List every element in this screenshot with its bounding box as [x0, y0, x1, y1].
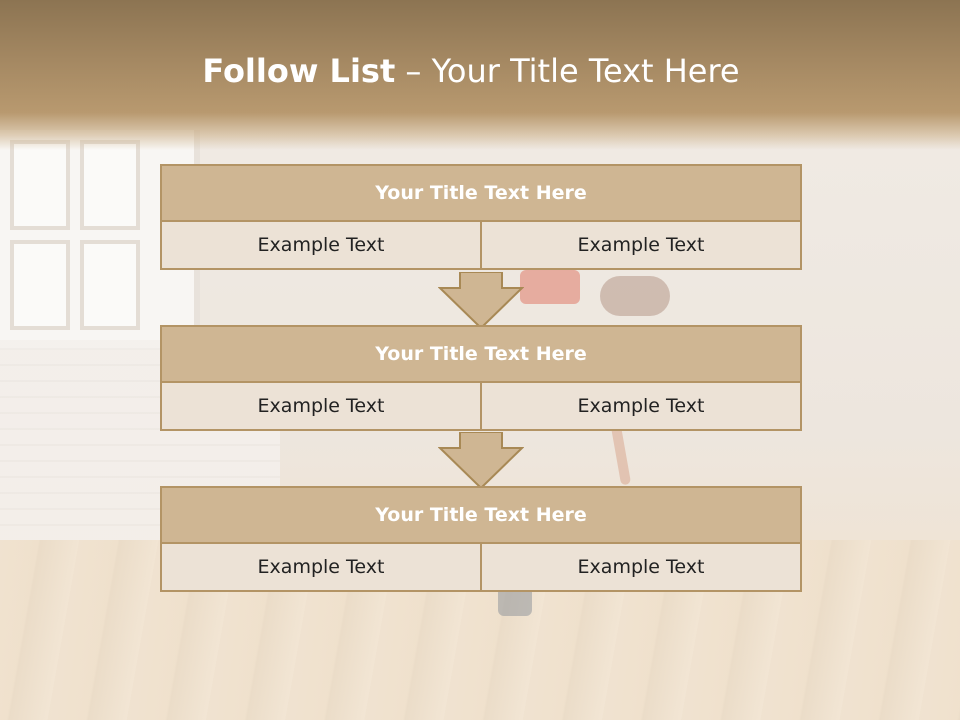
block-cell: Example Text	[160, 381, 482, 431]
list-block-1: Your Title Text Here Example Text Exampl…	[160, 164, 802, 270]
background-dancer-arm	[610, 424, 632, 486]
down-arrow-icon	[438, 272, 524, 330]
block-cell: Example Text	[160, 542, 482, 592]
block-cell: Example Text	[480, 381, 802, 431]
window-pane	[80, 140, 140, 230]
background-dancer-shirt	[520, 270, 580, 304]
window-pane	[80, 240, 140, 330]
block-row: Example Text Example Text	[160, 542, 802, 592]
block-row: Example Text Example Text	[160, 381, 802, 431]
block-title: Your Title Text Here	[160, 164, 802, 222]
header-band	[0, 0, 960, 150]
slide-title: Follow List – Your Title Text Here	[0, 52, 942, 90]
block-cell: Example Text	[480, 542, 802, 592]
down-arrow-icon	[438, 432, 524, 490]
slide-title-rest: – Your Title Text Here	[395, 52, 740, 90]
list-block-2: Your Title Text Here Example Text Exampl…	[160, 325, 802, 431]
window-pane	[10, 240, 70, 330]
slide-title-bold: Follow List	[202, 52, 396, 90]
window-pane	[10, 140, 70, 230]
block-title: Your Title Text Here	[160, 325, 802, 383]
block-row: Example Text Example Text	[160, 220, 802, 270]
block-cell: Example Text	[160, 220, 482, 270]
block-title: Your Title Text Here	[160, 486, 802, 544]
block-cell: Example Text	[480, 220, 802, 270]
background-dancer-hair	[600, 276, 670, 316]
list-block-3: Your Title Text Here Example Text Exampl…	[160, 486, 802, 592]
